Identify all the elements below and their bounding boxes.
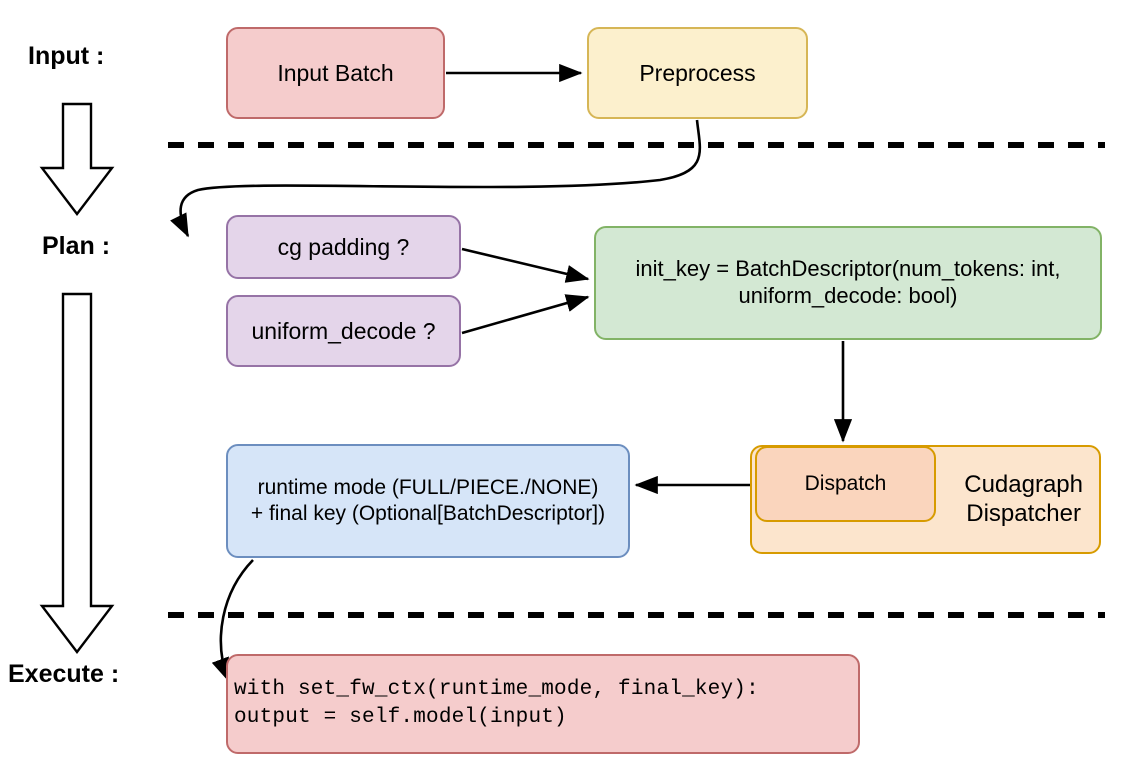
node-input-batch[interactable]: Input Batch: [226, 27, 445, 119]
node-preprocess[interactable]: Preprocess: [587, 27, 808, 119]
node-uniform-decode[interactable]: uniform_decode ?: [226, 295, 461, 367]
edge-uniform-decode-to-init-key: [461, 294, 590, 335]
input-to-plan-arrow: [39, 102, 115, 216]
node-execute-code[interactable]: with set_fw_ctx(runtime_mode, final_key)…: [226, 654, 860, 754]
stage-label-input: Input :: [28, 42, 105, 70]
node-runtime-mode[interactable]: runtime mode (FULL/PIECE./NONE) + final …: [226, 444, 630, 558]
node-cg-padding[interactable]: cg padding ?: [226, 215, 461, 279]
edge-cg-padding-to-init-key: [461, 247, 590, 283]
plan-to-execute-arrow: [39, 292, 115, 654]
stage-label-execute: Execute :: [8, 660, 120, 688]
node-init-key[interactable]: init_key = BatchDescriptor(num_tokens: i…: [594, 226, 1102, 340]
stage-label-plan: Plan :: [42, 232, 111, 260]
node-dispatch[interactable]: Dispatch: [755, 446, 936, 522]
